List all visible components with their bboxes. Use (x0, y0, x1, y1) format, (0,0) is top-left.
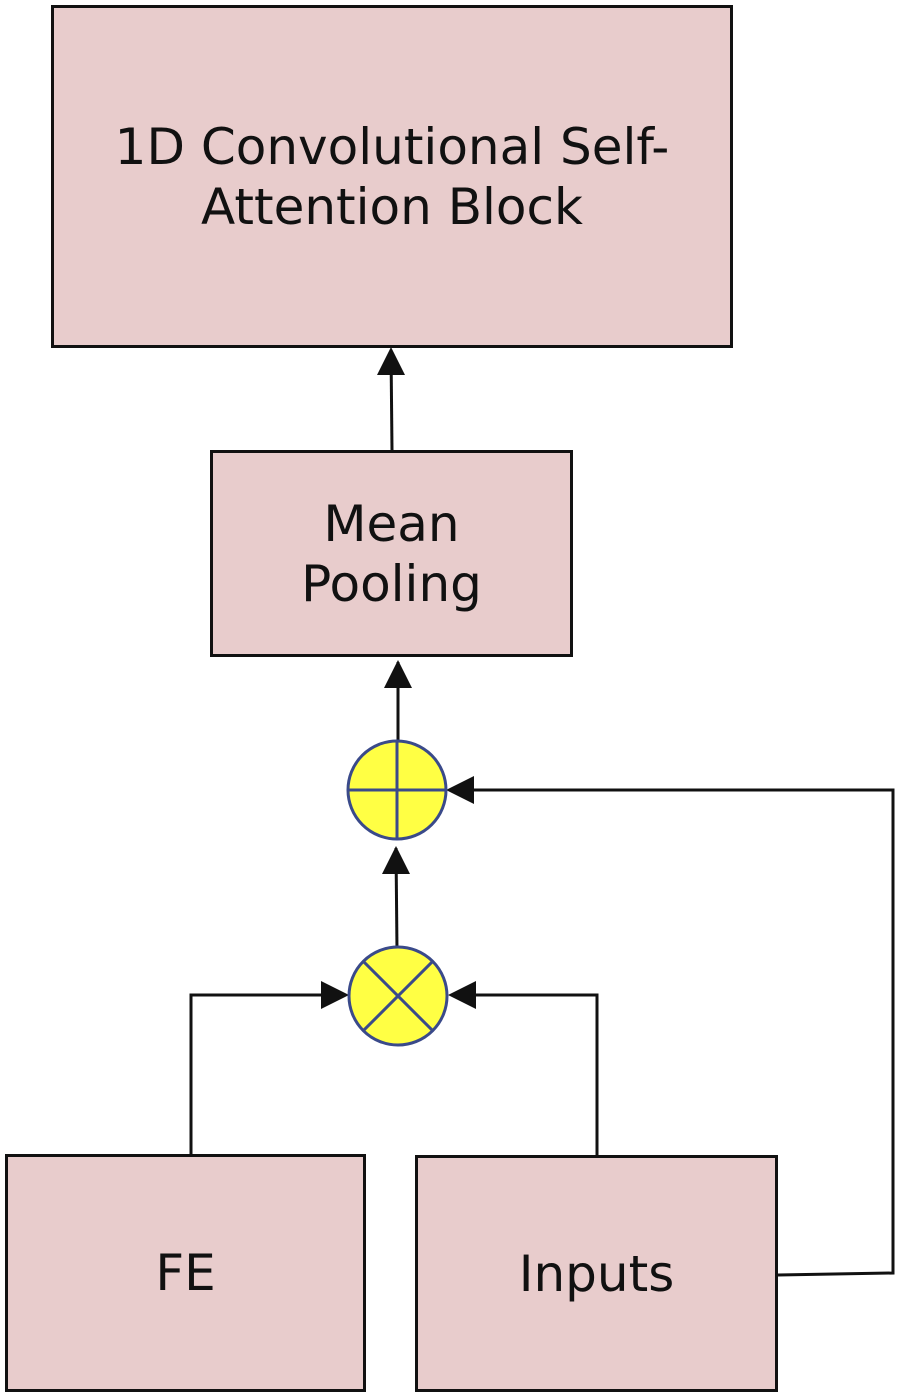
add-circle (346, 739, 448, 841)
attention-block: 1D Convolutional Self-Attention Block (51, 5, 733, 348)
arrowhead-multiply-right (448, 981, 476, 1009)
mean-pooling-block: Mean Pooling (210, 450, 573, 657)
arrowhead-add-right (446, 776, 474, 804)
arrow-pooling-to-attention (389, 349, 394, 451)
arrowhead-add-bottom (382, 846, 410, 874)
fe-block: FE (5, 1154, 366, 1392)
attention-block-label: 1D Convolutional Self-Attention Block (114, 117, 670, 236)
arrow-fe-to-multiply (189, 993, 345, 1154)
arrowhead-multiply-left (321, 981, 349, 1009)
mean-pooling-label: Mean Pooling (301, 494, 482, 613)
times-icon-stroke-2 (362, 960, 434, 1032)
multiply-circle (347, 945, 449, 1047)
arrow-multiply-to-add (394, 847, 399, 952)
arrowhead-attention (377, 347, 405, 375)
fe-label: FE (155, 1244, 216, 1302)
arrow-inputs-to-multiply (452, 993, 599, 1155)
times-icon-stroke-1 (362, 960, 434, 1032)
inputs-block: Inputs (415, 1155, 778, 1392)
arrowhead-pooling (384, 660, 412, 688)
inputs-label: Inputs (518, 1244, 675, 1303)
multiply-operator (347, 945, 449, 1047)
add-operator (346, 739, 448, 841)
